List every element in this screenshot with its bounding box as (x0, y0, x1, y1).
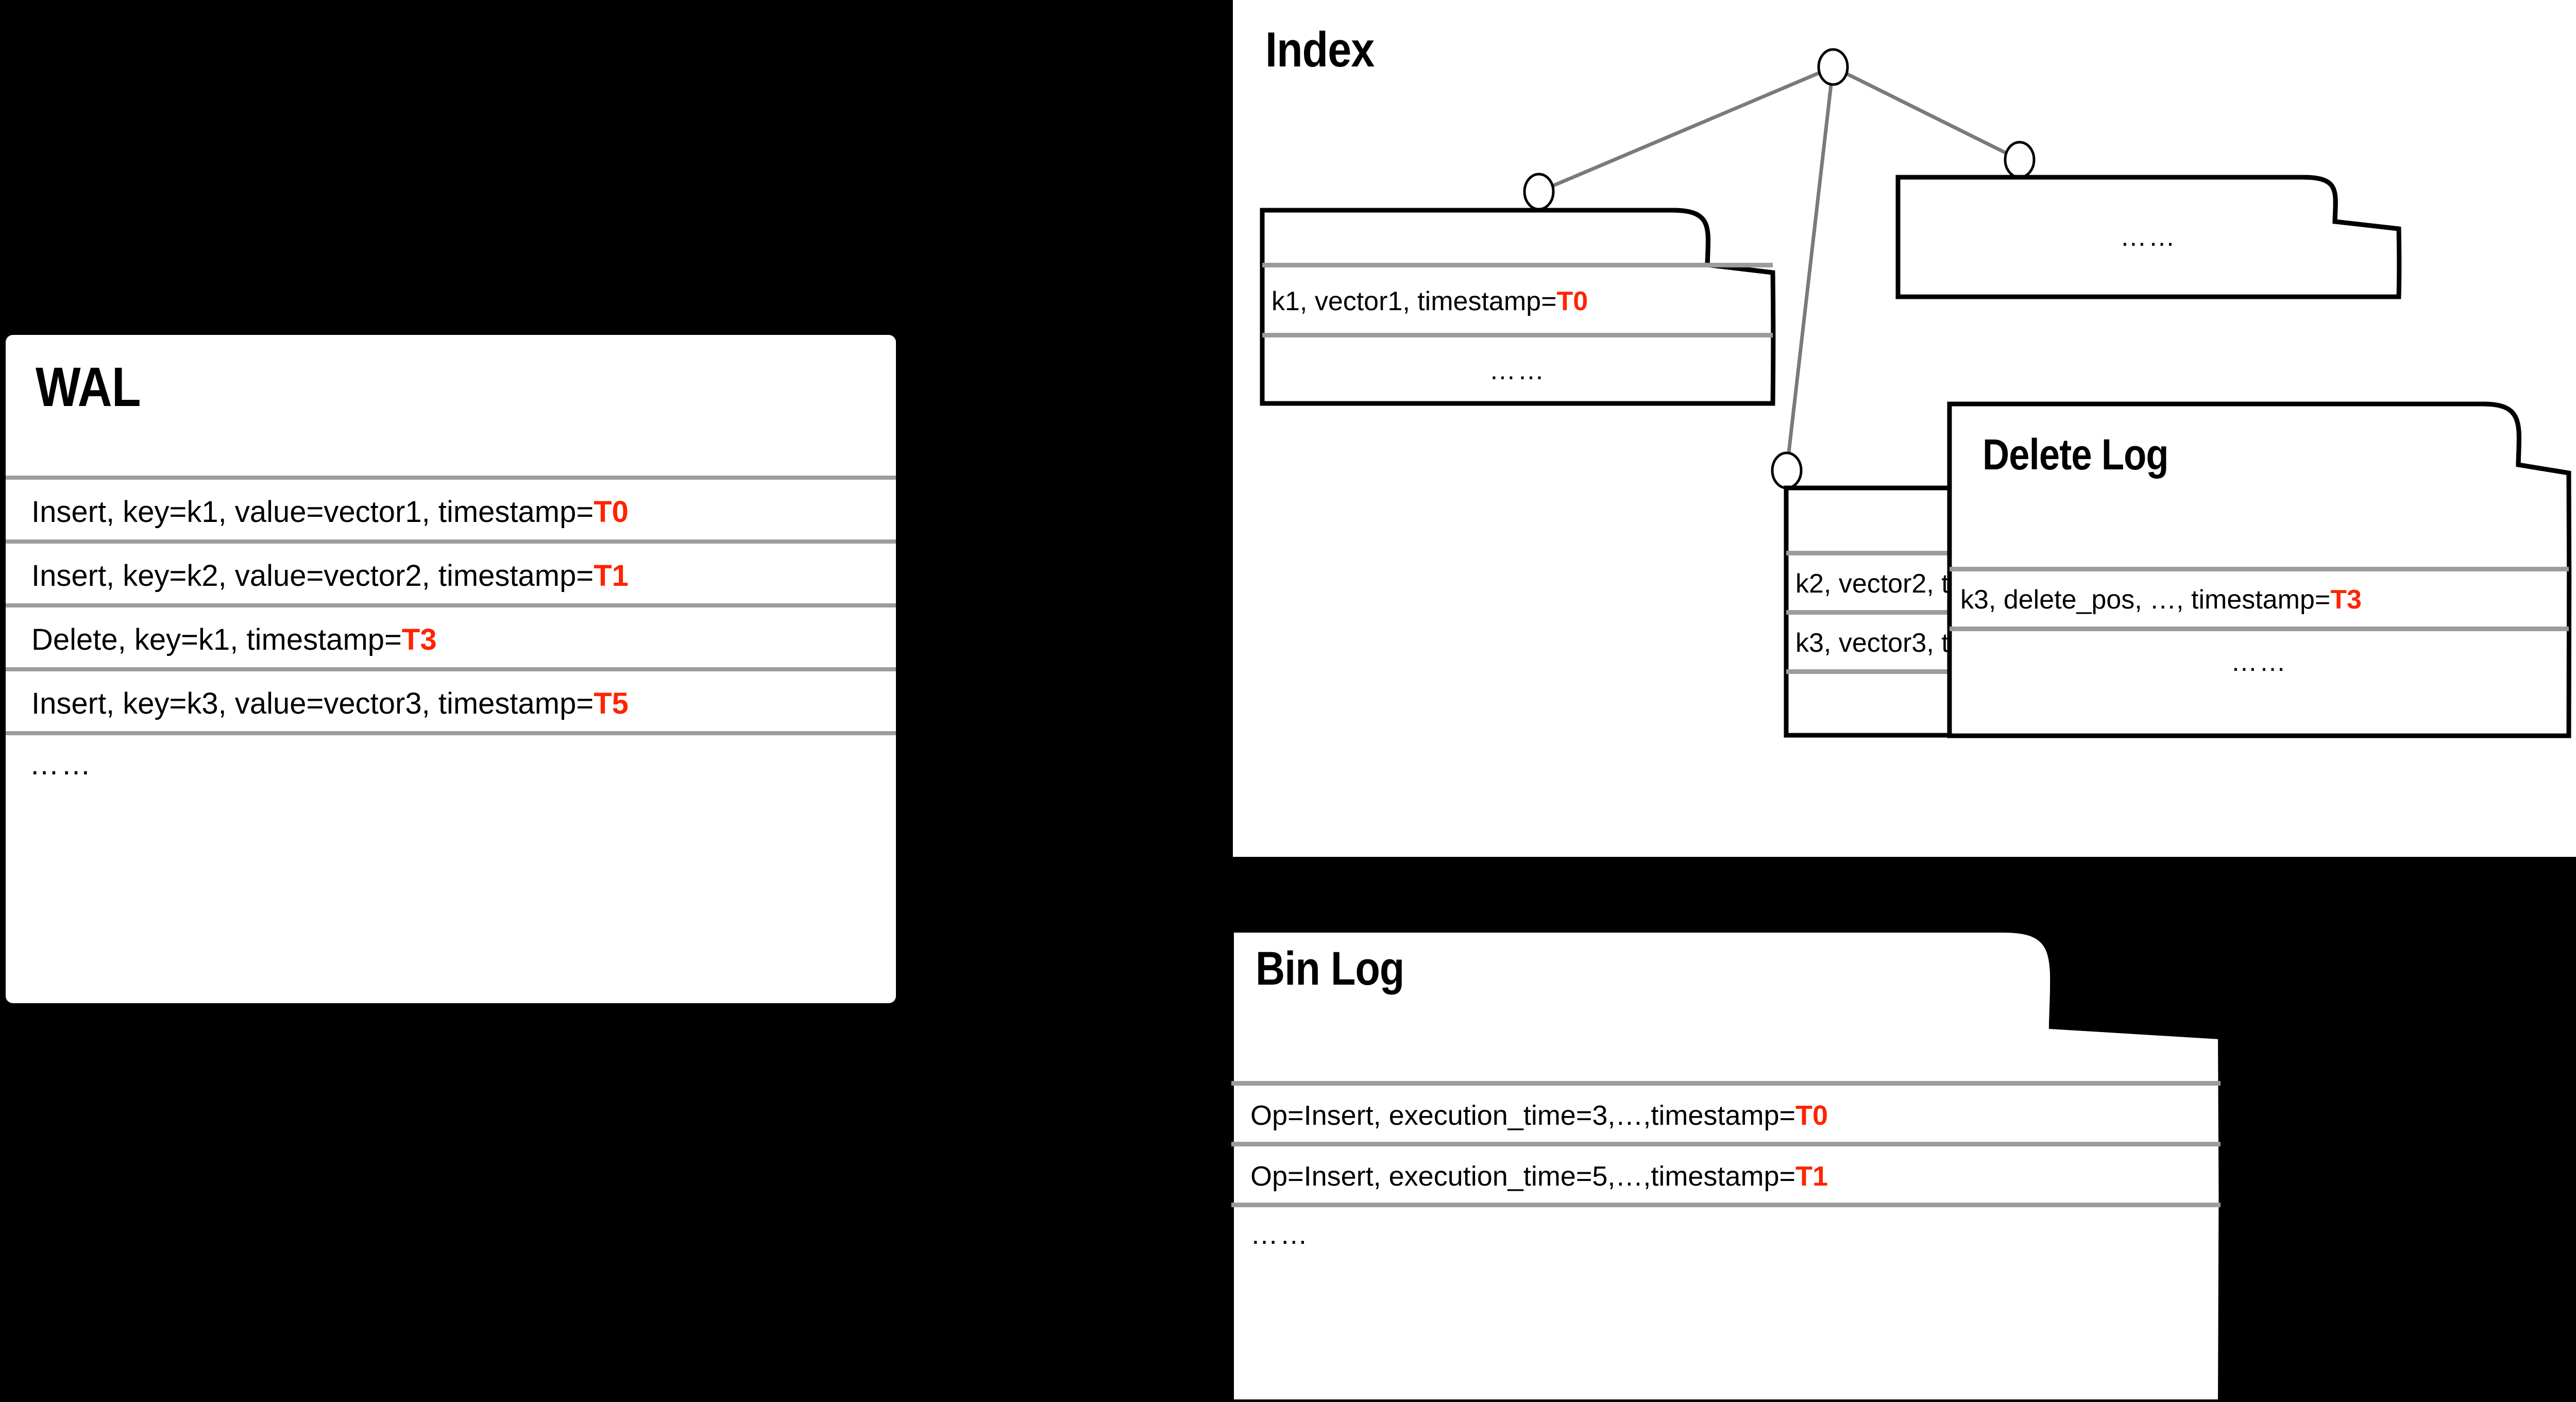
edge-root-to-leaf-k1 (1538, 65, 1834, 194)
wal-row-1-text: Insert, key=k2, value=vector2, timestamp… (31, 559, 594, 593)
bin-log-shape (1229, 927, 2224, 1402)
delete-log-card: Delete Log k3, delete_pos, …, timestamp=… (1947, 401, 2572, 738)
wal-row-3-timestamp: T5 (594, 686, 629, 720)
delete-log-row-0-text: k3, delete_pos, …, timestamp= (1960, 585, 2331, 615)
bin-log-row-1-timestamp: T1 (1795, 1160, 1828, 1192)
bin-log-row-0-timestamp: T0 (1795, 1100, 1828, 1131)
index-leaf-k1-shape (1260, 208, 1776, 406)
wal-divider (6, 667, 896, 671)
wal-row-3-text: Insert, key=k3, value=vector3, timestamp… (31, 686, 594, 720)
bin-log-divider (1231, 1203, 2221, 1207)
index-leaf-right-more-ellipsis: …… (2120, 222, 2177, 252)
bin-log-panel: Bin Log Op=Insert, execution_time=3,…,ti… (1229, 927, 2226, 1402)
bin-log-row-1-text: Op=Insert, execution_time=5,…,timestamp= (1250, 1160, 1796, 1192)
wal-row-0-text: Insert, key=k1, value=vector1, timestamp… (31, 495, 594, 529)
delete-log-row-0-timestamp: T3 (2330, 585, 2362, 615)
index-leaf-k1-more-ellipsis: …… (1489, 356, 1546, 385)
wal-row-3: Insert, key=k3, value=vector3, timestamp… (31, 671, 896, 735)
bin-log-row-0-text: Op=Insert, execution_time=3,…,timestamp= (1250, 1100, 1796, 1131)
wal-panel: WAL Insert, key=k1, value=vector1, times… (6, 335, 896, 1003)
delete-log-title: Delete Log (1982, 430, 2169, 479)
wal-title: WAL (36, 356, 141, 418)
edge-root-to-leaf-right (1832, 65, 2021, 162)
bin-log-divider (1231, 1142, 2221, 1146)
delete-log-row-0: k3, delete_pos, …, timestamp=T3 (1960, 571, 2569, 628)
delete-log-divider (1950, 567, 2569, 571)
index-panel: Index k1, vector1, timestamp=T0 …… (1233, 0, 2576, 857)
tree-node-bottom (1771, 451, 1803, 489)
wal-row-1-timestamp: T1 (594, 559, 629, 593)
wal-row-2: Delete, key=k1, timestamp=T3 (31, 607, 896, 671)
bin-log-row-0: Op=Insert, execution_time=3,…,timestamp=… (1250, 1086, 2221, 1145)
bin-log-divider (1231, 1081, 2221, 1086)
tree-node-right (2004, 141, 2036, 179)
tree-node-left (1523, 173, 1555, 211)
index-leaf-right-node: …… (1895, 175, 2402, 299)
tree-node-root (1817, 48, 1849, 86)
wal-more-ellipsis: …… (29, 748, 93, 781)
wal-row-0-timestamp: T0 (594, 495, 629, 529)
bin-log-row-1: Op=Insert, execution_time=5,…,timestamp=… (1250, 1146, 2221, 1206)
delete-log-more-ellipsis: …… (2230, 647, 2288, 677)
index-leaf-k1-divider (1262, 263, 1773, 267)
index-leaf-k1-row-0-text: k1, vector1, timestamp= (1272, 286, 1557, 316)
bin-log-more-ellipsis: …… (1250, 1219, 1310, 1250)
index-leaf-k1-row-0: k1, vector1, timestamp=T0 (1272, 267, 1773, 335)
wal-divider (6, 603, 896, 607)
index-leaf-k1-divider (1262, 333, 1773, 337)
wal-row-2-text: Delete, key=k1, timestamp= (31, 622, 402, 656)
delete-log-divider (1950, 627, 2569, 631)
index-leaf-right-shape (1895, 175, 2402, 299)
wal-row-0: Insert, key=k1, value=vector1, timestamp… (31, 480, 896, 544)
wal-divider (6, 539, 896, 544)
wal-row-1: Insert, key=k2, value=vector2, timestamp… (31, 544, 896, 607)
bin-log-title: Bin Log (1256, 942, 1404, 995)
edge-root-to-leaf-k2k3 (1785, 66, 1835, 471)
wal-divider (6, 476, 896, 480)
index-tree-edges (1523, 48, 2036, 489)
index-title: Index (1265, 22, 1375, 77)
wal-divider (6, 731, 896, 735)
index-leaf-k1-row-0-timestamp: T0 (1556, 286, 1588, 316)
wal-row-2-timestamp: T3 (401, 622, 437, 656)
index-leaf-k1-node: k1, vector1, timestamp=T0 …… (1260, 208, 1776, 406)
